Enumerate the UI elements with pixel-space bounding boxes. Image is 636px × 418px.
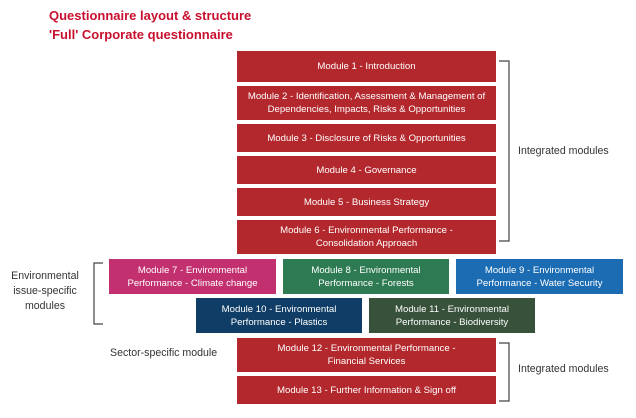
module-1-box: Module 1 - Introduction	[237, 51, 496, 82]
integrated-modules-label-bottom: Integrated modules	[518, 363, 609, 375]
module-10-box: Module 10 - Environmental Performance - …	[196, 298, 362, 333]
environmental-bracket	[93, 262, 103, 325]
page-subtitle: 'Full' Corporate questionnaire	[49, 27, 233, 42]
module-8-box: Module 8 - Environmental Performance - F…	[283, 259, 449, 294]
page-title: Questionnaire layout & structure	[49, 8, 252, 23]
module-6-box: Module 6 - Environmental Performance - C…	[237, 220, 496, 254]
integrated-top-bracket	[499, 60, 510, 242]
module-5-box: Module 5 - Business Strategy	[237, 188, 496, 216]
module-9-box: Module 9 - Environmental Performance - W…	[456, 259, 623, 294]
environmental-issue-label: Environmental issue-specific modules	[11, 270, 79, 312]
module-12-box: Module 12 - Environmental Performance - …	[237, 338, 496, 372]
sector-specific-label: Sector-specific module	[110, 347, 218, 359]
module-3-box: Module 3 - Disclosure of Risks & Opportu…	[237, 124, 496, 152]
module-7-box: Module 7 - Environmental Performance - C…	[109, 259, 276, 294]
module-11-box: Module 11 - Environmental Performance - …	[369, 298, 535, 333]
module-2-box: Module 2 - Identification, Assessment & …	[237, 86, 496, 120]
module-13-box: Module 13 - Further Information & Sign o…	[237, 376, 496, 404]
module-4-box: Module 4 - Governance	[237, 156, 496, 184]
integrated-modules-label-top: Integrated modules	[518, 145, 609, 157]
integrated-bottom-bracket	[499, 342, 510, 402]
